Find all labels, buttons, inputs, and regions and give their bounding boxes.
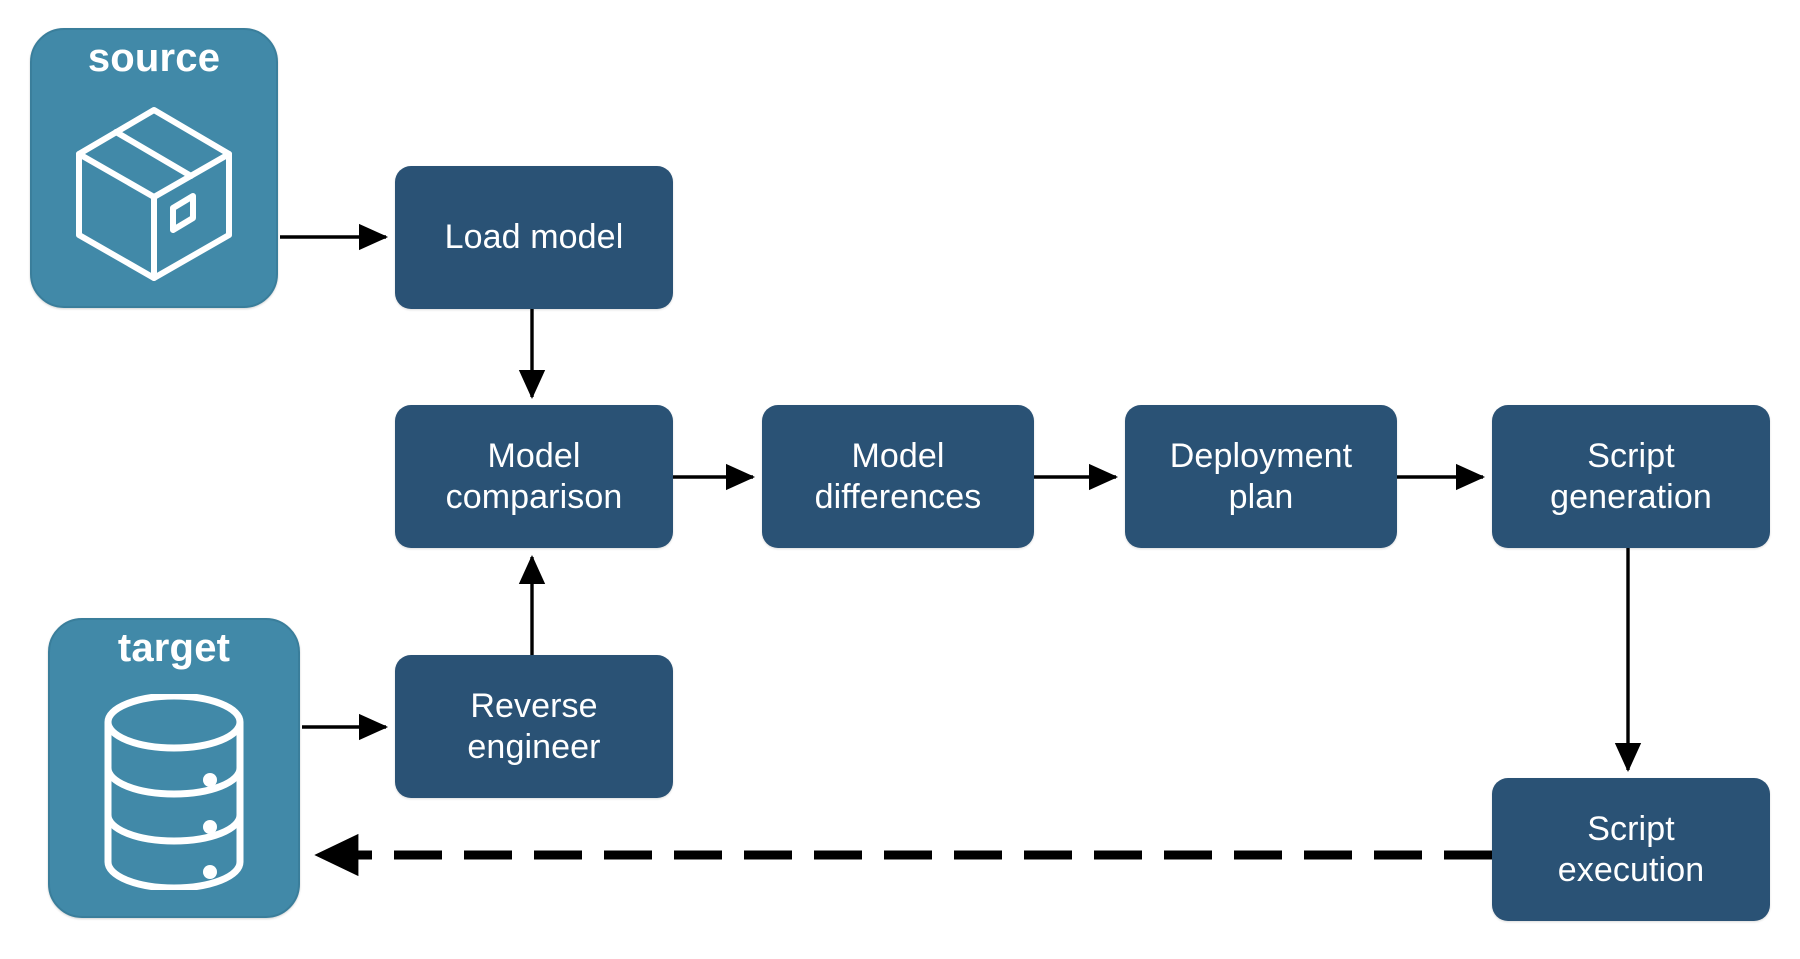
node-deployment-plan[interactable]: Deployment plan: [1125, 405, 1397, 548]
database-cylinder-icon: [50, 668, 298, 916]
node-reverse-engineer[interactable]: Reverse engineer: [395, 655, 673, 798]
package-box-icon: [32, 78, 276, 306]
load-model-label: Load model: [444, 218, 624, 257]
deployment-plan-label: Deployment plan: [1169, 437, 1353, 516]
node-load-model[interactable]: Load model: [395, 166, 673, 309]
node-model-differences[interactable]: Model differences: [762, 405, 1034, 548]
script-generation-label: Script generation: [1550, 437, 1712, 516]
node-target[interactable]: target: [48, 618, 300, 918]
node-script-execution[interactable]: Script execution: [1492, 778, 1770, 921]
model-comparison-label: Model comparison: [445, 437, 623, 516]
source-label: source: [87, 36, 221, 80]
node-model-comparison[interactable]: Model comparison: [395, 405, 673, 548]
node-source[interactable]: source: [30, 28, 278, 308]
script-execution-label: Script execution: [1557, 810, 1705, 889]
model-differences-label: Model differences: [814, 437, 982, 516]
node-script-generation[interactable]: Script generation: [1492, 405, 1770, 548]
reverse-engineer-label: Reverse engineer: [467, 687, 601, 766]
target-label: target: [117, 626, 231, 670]
